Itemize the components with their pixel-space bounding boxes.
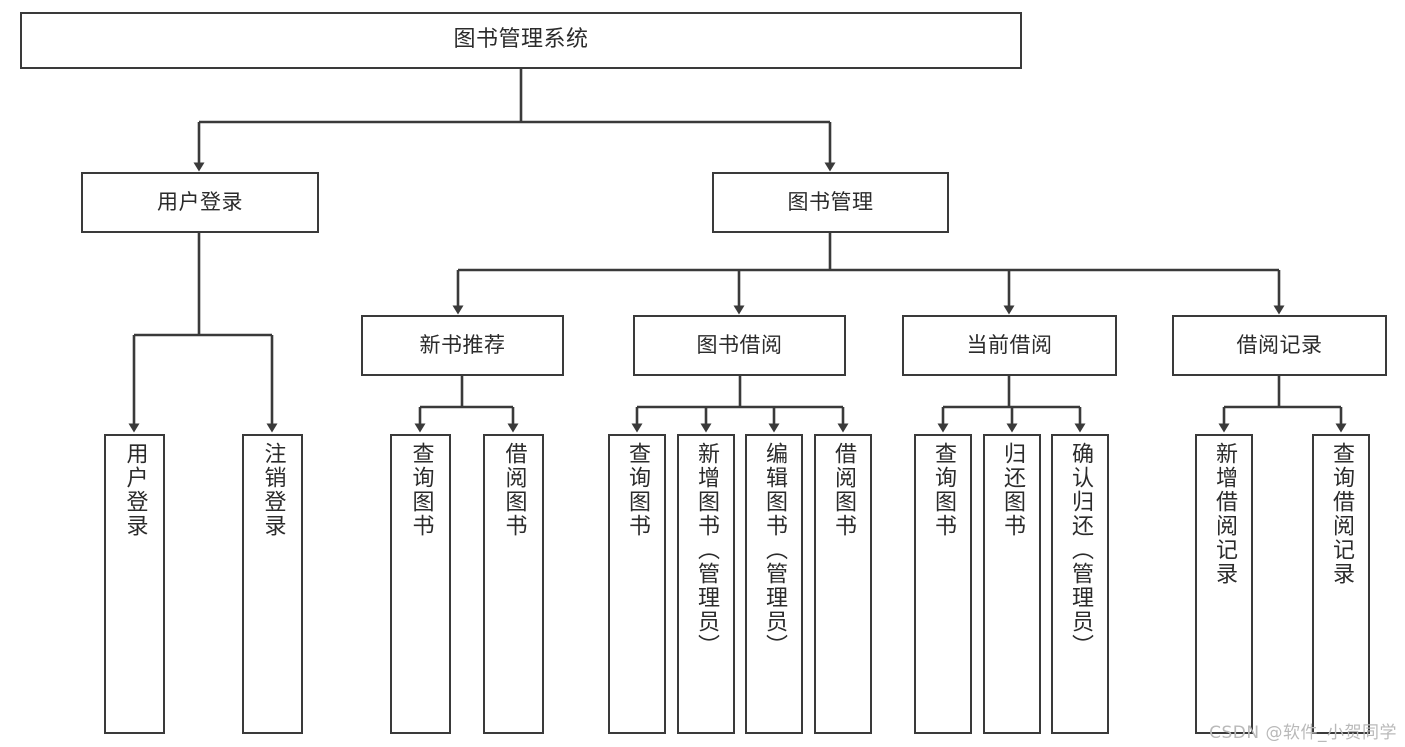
leaf-confirm-return-label: 确认归还（管理员） (1068, 442, 1093, 658)
leaf-borrow-book-2[interactable]: 借阅图书 (814, 434, 872, 734)
leaf-query-record[interactable]: 查询借阅记录 (1312, 434, 1370, 734)
node-new-book-recommend-label: 新书推荐 (419, 332, 506, 357)
node-current-borrow[interactable]: 当前借阅 (902, 315, 1117, 376)
leaf-user-login-label: 用户登录 (122, 442, 148, 538)
leaf-edit-book[interactable]: 编辑图书（管理员） (745, 434, 803, 734)
leaf-query-book-1[interactable]: 查询图书 (390, 434, 451, 734)
node-borrow-record-label: 借阅记录 (1236, 332, 1323, 357)
node-borrow-record[interactable]: 借阅记录 (1172, 315, 1387, 376)
leaf-query-record-label: 查询借阅记录 (1329, 442, 1354, 586)
leaf-add-book[interactable]: 新增图书（管理员） (677, 434, 735, 734)
leaf-query-book-2[interactable]: 查询图书 (608, 434, 666, 734)
leaf-confirm-return[interactable]: 确认归还（管理员） (1051, 434, 1109, 734)
leaf-borrow-book-1[interactable]: 借阅图书 (483, 434, 544, 734)
leaf-add-record-label: 新增借阅记录 (1212, 442, 1237, 586)
leaf-logout[interactable]: 注销登录 (242, 434, 303, 734)
leaf-return-book[interactable]: 归还图书 (983, 434, 1041, 734)
leaf-return-book-label: 归还图书 (1000, 442, 1025, 538)
leaf-borrow-book-2-label: 借阅图书 (831, 442, 856, 538)
leaf-borrow-book-1-label: 借阅图书 (501, 442, 527, 538)
node-book-manage[interactable]: 图书管理 (712, 172, 949, 233)
node-user-login[interactable]: 用户登录 (81, 172, 319, 233)
node-book-manage-label: 图书管理 (787, 189, 874, 214)
node-root-label: 图书管理系统 (453, 27, 589, 53)
node-user-login-label: 用户登录 (157, 189, 243, 214)
leaf-query-book-2-label: 查询图书 (625, 442, 650, 538)
leaf-logout-label: 注销登录 (260, 442, 286, 538)
node-book-borrow-label: 图书借阅 (696, 332, 783, 357)
leaf-query-book-3-label: 查询图书 (931, 442, 956, 538)
node-current-borrow-label: 当前借阅 (966, 332, 1053, 357)
leaf-add-book-label: 新增图书（管理员） (694, 442, 719, 658)
node-book-borrow[interactable]: 图书借阅 (633, 315, 846, 376)
watermark: CSDN @软件_小贺同学 (1209, 723, 1397, 743)
leaf-edit-book-label: 编辑图书（管理员） (762, 442, 787, 658)
node-root[interactable]: 图书管理系统 (20, 12, 1022, 69)
leaf-add-record[interactable]: 新增借阅记录 (1195, 434, 1253, 734)
leaf-query-book-3[interactable]: 查询图书 (914, 434, 972, 734)
leaf-query-book-1-label: 查询图书 (408, 442, 434, 538)
node-new-book-recommend[interactable]: 新书推荐 (361, 315, 564, 376)
leaf-user-login[interactable]: 用户登录 (104, 434, 165, 734)
